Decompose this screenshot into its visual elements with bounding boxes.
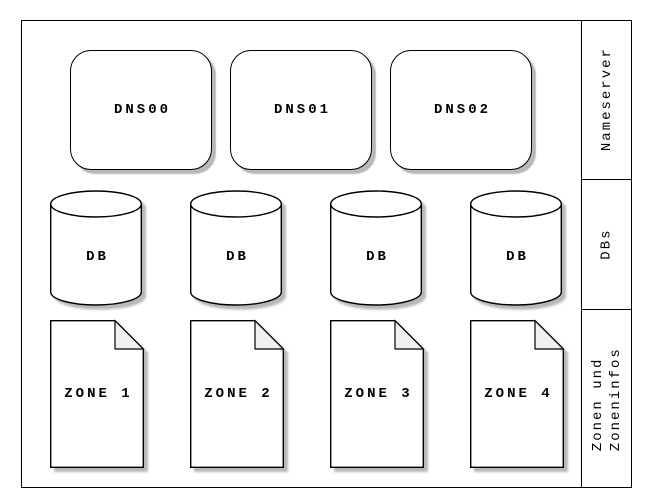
legend-section-zonen: Zonen und Zoneninfos xyxy=(582,310,632,488)
db-node-2: DB xyxy=(330,190,422,306)
db-node-0: DB xyxy=(50,190,142,306)
dns-node-label: DNS01 xyxy=(273,102,331,118)
zone-node-0: ZONE 1 xyxy=(50,319,145,468)
zone-node-3: ZONE 4 xyxy=(470,319,565,468)
document-icon xyxy=(470,319,565,468)
legend-section-dbs: DBs xyxy=(582,180,632,310)
db-node-3: DB xyxy=(470,190,562,306)
dns-node-2: DNS02 xyxy=(390,50,532,170)
document-icon xyxy=(190,319,285,468)
dns-node-1: DNS01 xyxy=(230,50,372,170)
legend-label-dbs: DBs xyxy=(598,228,615,261)
database-cylinder-icon xyxy=(470,190,562,306)
zone-node-2: ZONE 3 xyxy=(330,319,425,468)
database-cylinder-icon xyxy=(50,190,142,306)
db-node-1: DB xyxy=(190,190,282,306)
legend-sidebar: Nameserver DBs Zonen und Zoneninfos xyxy=(581,20,632,488)
legend-section-nameserver: Nameserver xyxy=(582,20,632,180)
diagram-frame xyxy=(21,20,632,488)
database-cylinder-icon xyxy=(190,190,282,306)
dns-node-0: DNS00 xyxy=(70,50,212,170)
document-icon xyxy=(330,319,425,468)
zone-node-1: ZONE 2 xyxy=(190,319,285,468)
legend-label-nameserver: Nameserver xyxy=(598,47,615,152)
document-icon xyxy=(50,319,145,468)
database-cylinder-icon xyxy=(330,190,422,306)
dns-node-label: DNS00 xyxy=(113,102,171,118)
legend-label-zonen: Zonen und Zoneninfos xyxy=(589,346,625,452)
dns-node-label: DNS02 xyxy=(433,102,491,118)
